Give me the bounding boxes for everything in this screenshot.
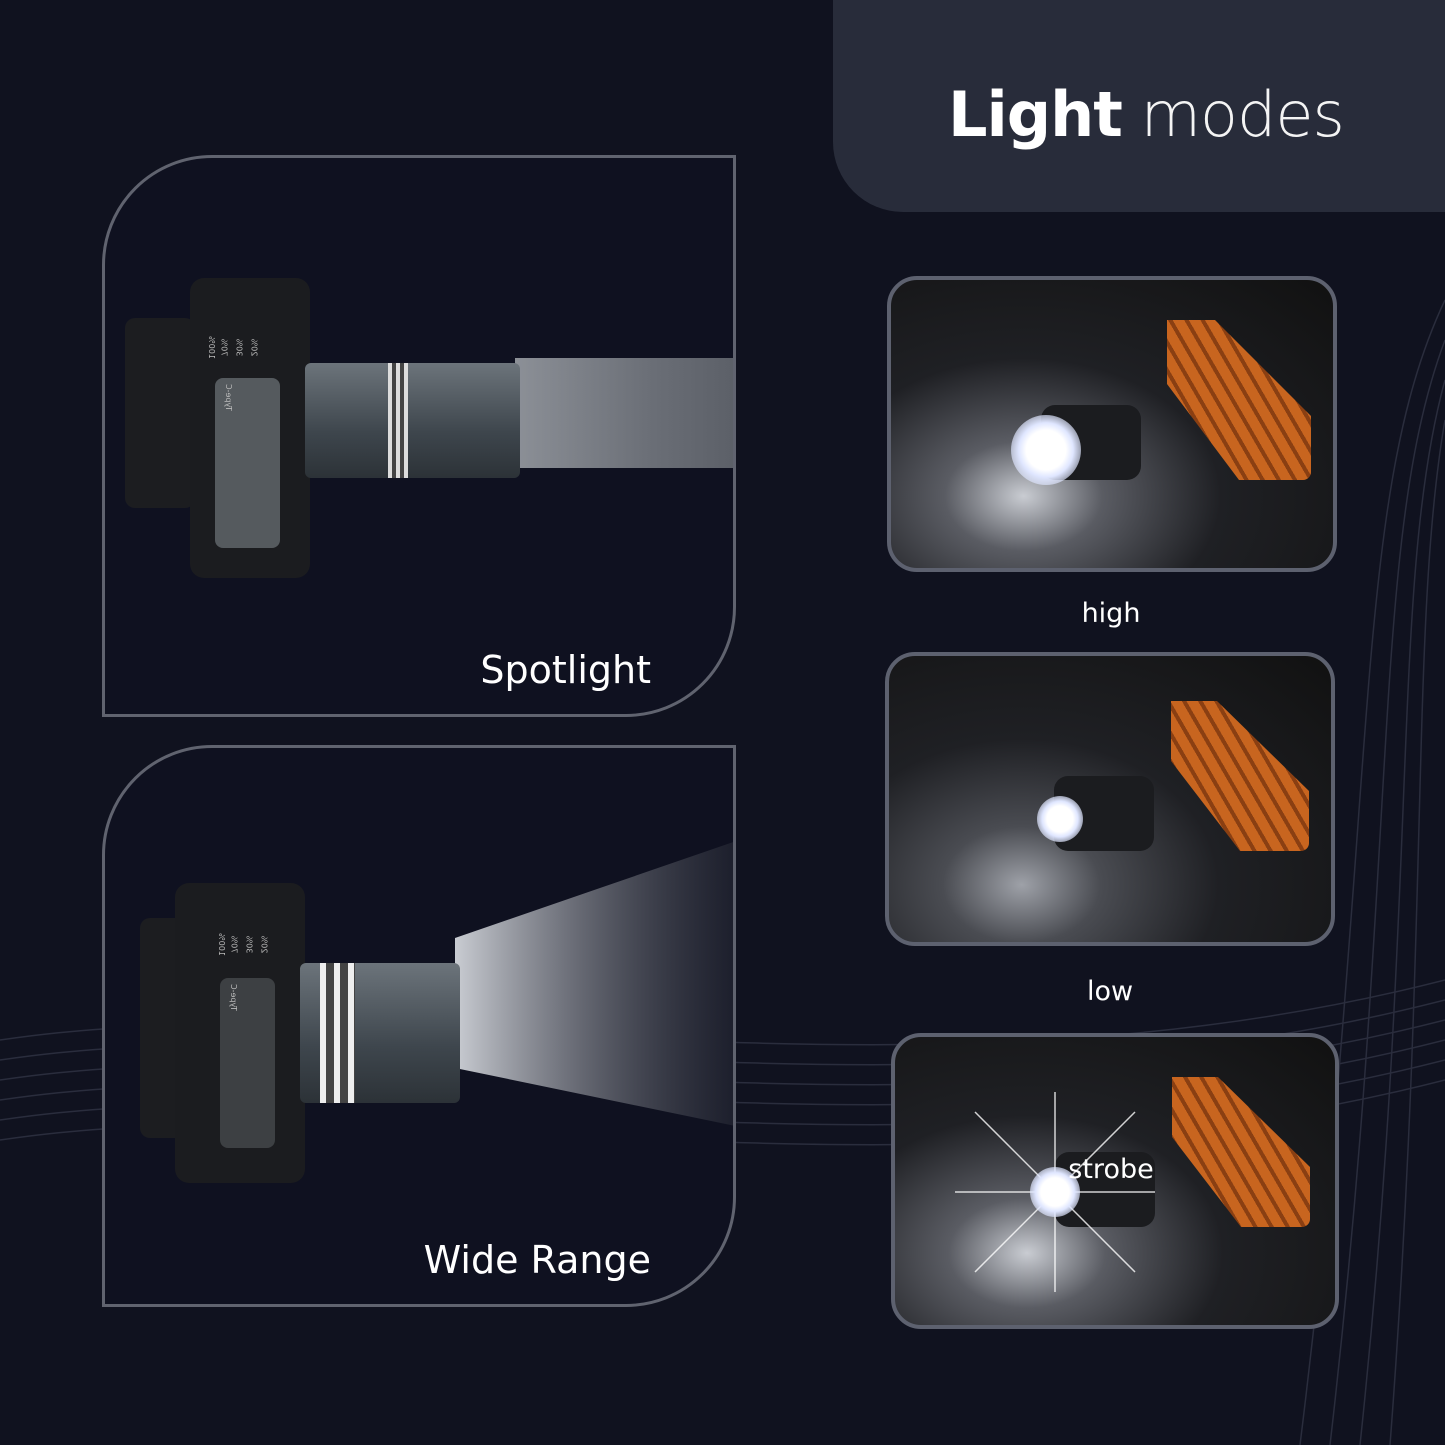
level-label: 20% — [249, 338, 259, 357]
title-bold: Light — [948, 78, 1123, 151]
title-light: modes — [1140, 78, 1345, 151]
barrel-ring — [320, 963, 355, 1103]
mode-photo-low — [885, 652, 1335, 946]
spotlight-beam — [515, 358, 733, 468]
port-label: Type-C — [228, 984, 238, 1011]
barrel-ring — [388, 363, 408, 478]
mode-photo-strobe — [891, 1033, 1339, 1329]
mode-photo-high — [887, 276, 1337, 572]
mode-label-high: high — [1081, 598, 1141, 629]
headlamp-barrel — [305, 363, 520, 478]
port-label: Type-C — [223, 384, 233, 411]
mode-label-strobe: strobe — [1068, 1154, 1154, 1185]
led-light-strobe — [1030, 1167, 1080, 1217]
level-label: 30% — [244, 935, 254, 954]
headlamp-bracket — [125, 318, 195, 508]
level-label: 20% — [259, 935, 269, 954]
led-light-high — [1011, 415, 1081, 485]
panel-label: Wide Range — [423, 1238, 651, 1282]
led-light-low — [1037, 796, 1083, 842]
level-label: 70% — [219, 338, 229, 357]
wide-beam — [455, 842, 733, 1126]
type-c-port-cover — [220, 978, 275, 1148]
spotlight-panel: Type-C 100% 70% 30% 20% Spotlight — [102, 155, 736, 717]
type-c-port-cover — [215, 378, 280, 548]
level-label: 100% — [206, 336, 216, 359]
level-label: 100% — [216, 933, 226, 956]
header-panel — [833, 0, 1445, 212]
level-label: 70% — [229, 935, 239, 954]
level-label: 30% — [234, 338, 244, 357]
wide-range-panel: Type-C 100% 70% 30% 20% Wide Range — [102, 745, 736, 1307]
page-title: Light modes — [948, 78, 1345, 151]
mode-label-low: low — [1086, 976, 1134, 1007]
panel-label: Spotlight — [480, 648, 651, 692]
